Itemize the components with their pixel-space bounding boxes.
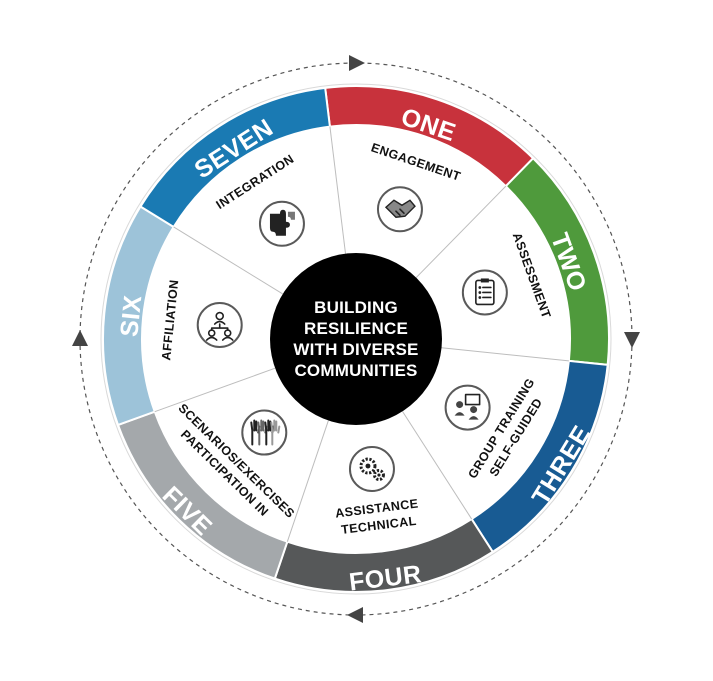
cycle-arrow-icon xyxy=(349,55,365,71)
center-title: BUILDING RESILIENCE WITH DIVERSE COMMUNI… xyxy=(293,298,419,380)
gears-icon xyxy=(348,446,395,493)
puzzle-icon xyxy=(258,200,305,247)
spoke-line xyxy=(402,411,473,520)
band-seven xyxy=(139,86,332,229)
presentation-icon xyxy=(444,384,491,431)
spoke-line xyxy=(329,126,347,254)
cycle-arrow-icon xyxy=(624,332,640,348)
clipboard-icon xyxy=(461,269,508,316)
handshake-icon xyxy=(376,186,423,233)
org-chart-icon xyxy=(196,302,243,349)
raised-hands-icon xyxy=(241,409,288,456)
icon-group xyxy=(196,186,508,493)
cycle-arrow-icon xyxy=(347,607,363,623)
center-circle xyxy=(270,253,442,425)
segment-number-six: SIX xyxy=(115,294,147,338)
spoke-line xyxy=(441,347,569,362)
spoke-lines xyxy=(154,126,569,542)
spoke-line xyxy=(415,185,507,278)
cycle-arrow-icon xyxy=(72,330,88,346)
spoke-line xyxy=(173,226,283,295)
spoke-line xyxy=(286,420,329,542)
spoke-line xyxy=(154,367,276,413)
outer-ring xyxy=(72,55,640,623)
